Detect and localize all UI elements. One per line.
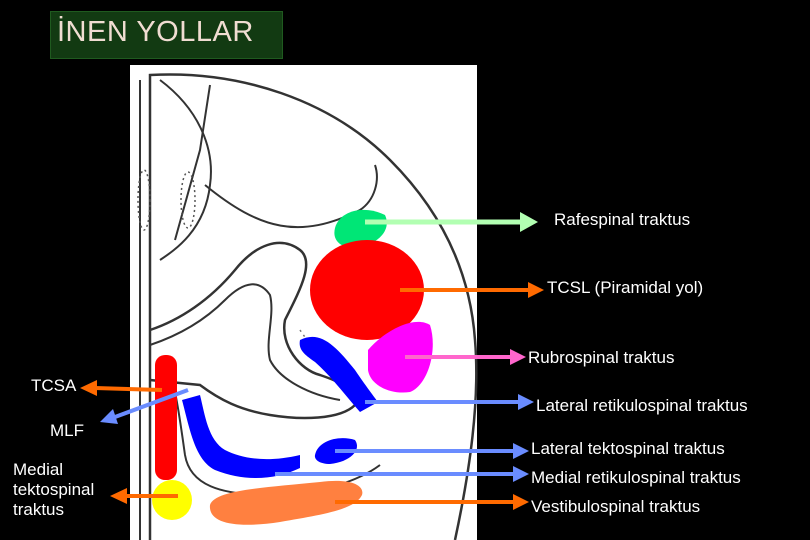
dorsal-column-outline [159, 79, 212, 261]
lateral-retikulospinal-tract [299, 336, 378, 412]
dorsal-column-outline-3 [204, 164, 378, 229]
rafespinal-arrowhead [520, 212, 538, 232]
medial-retikulospinal-tract [182, 395, 300, 479]
label-rubrospinal: Rubrospinal traktus [528, 348, 675, 367]
label-tcsa: TCSA [31, 376, 77, 395]
tcsa-tract [155, 355, 177, 480]
vestibulospinal-arrowhead [513, 494, 529, 510]
label-medial-tektospinal: Medial tektospinal traktus [13, 460, 95, 519]
mlf-arrow-line [114, 388, 189, 419]
label-mlf: MLF [50, 421, 84, 440]
rubrospinal-tract [368, 321, 433, 393]
lateral-retikulospinal-arrowhead [518, 394, 534, 410]
title-box [50, 11, 283, 59]
diagram-panel [130, 65, 477, 540]
mlf-arrowhead [100, 409, 118, 424]
cord-outline [148, 73, 478, 540]
tcsl-arrowhead [528, 282, 544, 298]
tcsa-arrowhead [80, 380, 97, 396]
page-title: İNEN YOLLAR [57, 16, 254, 48]
tcsl-tract [310, 240, 424, 340]
dorsal-column-outline-2 [174, 84, 211, 241]
label-rafespinal: Rafespinal traktus [554, 210, 691, 229]
label-lateral-tektospinal: Lateral tektospinal traktus [531, 439, 725, 458]
medial-tektospinal-arrowhead [110, 488, 127, 504]
label-tcsl: TCSL (Piramidal yol) [547, 278, 704, 297]
rafespinal-tract [334, 209, 387, 248]
tcsa-arrow-line [94, 386, 163, 392]
cuneate-dots [137, 169, 151, 231]
medial-tektospinal-tract [152, 480, 192, 520]
label-medial-retikulospinal: Medial retikulospinal traktus [531, 468, 741, 487]
gracile-dots [180, 171, 196, 229]
vestibulospinal-tract [209, 480, 363, 525]
label-vestibulospinal: Vestibulospinal traktus [531, 497, 701, 516]
grey-matter-outline [149, 241, 358, 420]
label-lateral-retikulospinal: Lateral retikulospinal traktus [536, 396, 748, 415]
medial-retikulospinal-arrowhead [513, 466, 529, 482]
lateral-tektospinal-arrowhead [513, 443, 529, 459]
grey-matter-inner [149, 283, 341, 401]
rubrospinal-arrowhead [510, 349, 526, 365]
